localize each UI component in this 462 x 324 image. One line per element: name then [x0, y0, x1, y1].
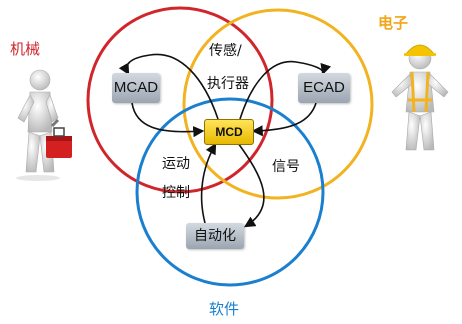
motion-control-label-line1: 运动	[162, 156, 190, 172]
mcad-node: MCAD	[112, 73, 160, 103]
sensor-actuator-label-line1: 传感/	[209, 43, 242, 59]
automation-node: 自动化	[186, 223, 244, 249]
mechanical-circle	[86, 6, 274, 194]
signal-label: 信号	[272, 159, 300, 175]
electronic-circle	[182, 8, 374, 200]
arrow-automation-to-mcd	[200, 142, 217, 224]
arrow-mcd-to-mcad-loop	[118, 53, 219, 120]
software-circle	[135, 97, 325, 287]
mcd-node: MCD	[204, 119, 254, 145]
software-label: 软件	[209, 300, 240, 318]
arrow-mcd-to-automation	[237, 142, 265, 228]
motion-control-label-line2: 控制	[162, 185, 190, 201]
mechanical-label: 机械	[10, 40, 41, 58]
electronic-label: 电子	[378, 14, 409, 32]
arrow-mcd-to-ecad-loop	[239, 60, 332, 120]
arrow-mcad-to-mcd	[131, 102, 205, 138]
ecad-node: ECAD	[298, 73, 350, 103]
sensor-actuator-label-line2: 执行器	[207, 76, 249, 92]
arrow-ecad-to-mcd	[251, 102, 317, 137]
mechanic-figure-icon	[16, 69, 72, 181]
worker-figure-icon	[391, 44, 449, 151]
